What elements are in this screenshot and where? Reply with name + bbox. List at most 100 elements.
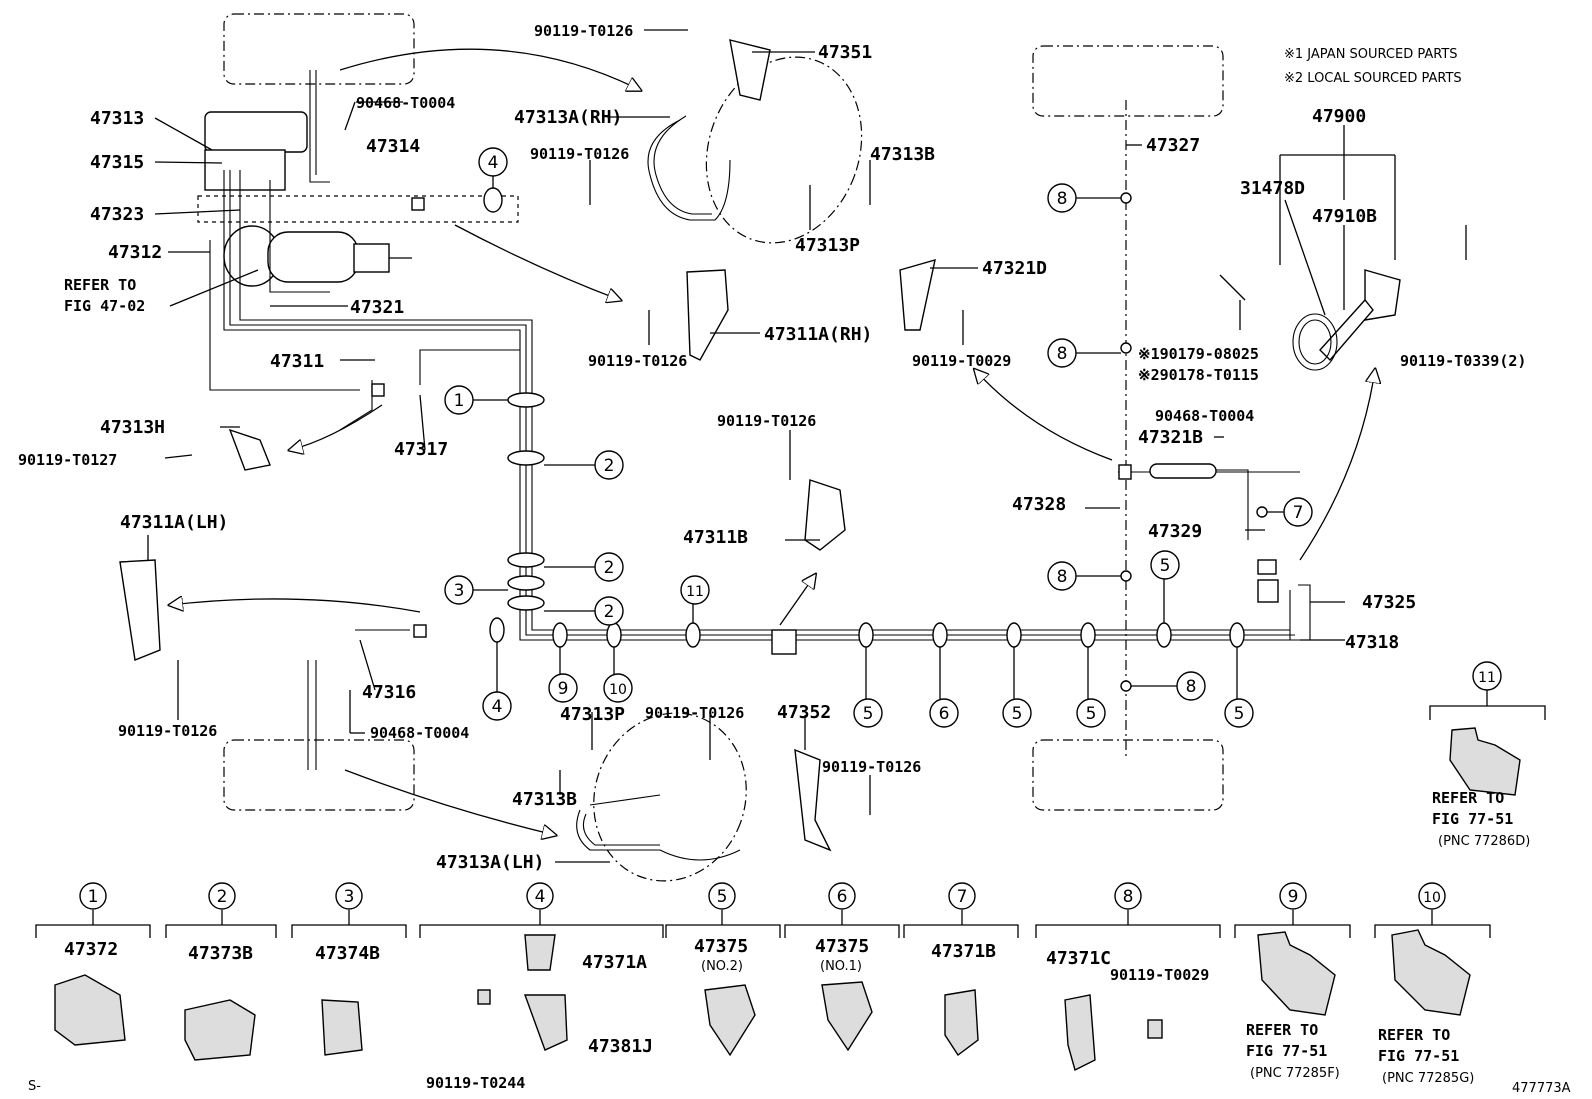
label-47325: 47325	[1362, 592, 1416, 613]
label-90119-T0126-a: 90119-T0126	[534, 22, 633, 40]
label-190179: ※190179-08025	[1138, 345, 1259, 363]
label-90468-T0004-c: 90468-T0004	[370, 724, 469, 742]
legend-text: 1 2 3 4 5 6 7 8 9 10 47372 47373B 47374B…	[64, 887, 1474, 1092]
flow-arrows	[170, 48, 1375, 835]
label-90119-T0029-a: 90119-T0029	[912, 352, 1011, 370]
label-47311: 47311	[270, 351, 324, 372]
label-47313: 47313	[90, 108, 144, 129]
label-90119-T0126-b: 90119-T0126	[530, 145, 629, 163]
leader-lines	[147, 29, 1467, 863]
label-47311A-LH: 47311A(LH)	[120, 512, 228, 533]
svg-text:1: 1	[454, 391, 465, 411]
svg-text:8: 8	[1057, 567, 1068, 587]
corner-mark: S-	[28, 1079, 41, 1094]
label-47316: 47316	[362, 682, 416, 703]
label-47323: 47323	[90, 204, 144, 225]
label-47329: 47329	[1148, 521, 1202, 542]
label-47321: 47321	[350, 297, 404, 318]
svg-text:5: 5	[717, 887, 728, 907]
label-90119-T0126-f: 90119-T0126	[645, 704, 744, 722]
refer-11-b: FIG 77-51	[1432, 810, 1513, 828]
svg-text:3: 3	[344, 887, 355, 907]
refer-to-a: REFER TO	[64, 276, 136, 294]
svg-text:2: 2	[217, 887, 228, 907]
svg-text:5: 5	[1012, 704, 1023, 724]
label-47314: 47314	[366, 136, 420, 157]
refer-11-c: (PNC 77286D)	[1438, 834, 1530, 849]
svg-text:8: 8	[1123, 887, 1134, 907]
note-japan: ※1 JAPAN SOURCED PARTS	[1284, 47, 1458, 62]
label-47327: 47327	[1146, 135, 1200, 156]
label-90468-T0004-b: 90468-T0004	[1155, 407, 1254, 425]
legend-10-pnc: (PNC 77285G)	[1382, 1071, 1474, 1086]
legend-2-part: 47373B	[188, 943, 253, 964]
label-47311B: 47311B	[683, 527, 748, 548]
label-47315: 47315	[90, 152, 144, 173]
label-47328: 47328	[1012, 494, 1066, 515]
legend-9-refer: REFER TO	[1246, 1021, 1318, 1039]
callout-circles	[444, 147, 1502, 728]
group-11-bracket	[1429, 690, 1546, 796]
legend-9-fig: FIG 77-51	[1246, 1042, 1327, 1060]
label-47910B: 47910B	[1312, 206, 1377, 227]
master-cylinder	[197, 111, 519, 287]
svg-text:10: 10	[1423, 890, 1441, 906]
label-31478D: 31478D	[1240, 178, 1305, 199]
label-47318: 47318	[1345, 632, 1399, 653]
label-47313P-a: 47313P	[795, 235, 860, 256]
legend-row	[35, 882, 1491, 1072]
label-47313P-b: 47313P	[560, 704, 625, 725]
svg-text:9: 9	[558, 679, 569, 699]
svg-text:6: 6	[837, 887, 848, 907]
svg-text:4: 4	[488, 153, 499, 173]
label-290178: ※290178-T0115	[1138, 366, 1259, 384]
label-90119-T0126-d: 90119-T0126	[717, 412, 816, 430]
label-47351: 47351	[818, 42, 872, 63]
diagram-id: 477773A	[1512, 1081, 1571, 1096]
note-local: ※2 LOCAL SOURCED PARTS	[1284, 71, 1462, 86]
svg-text:5: 5	[1086, 704, 1097, 724]
svg-text:2: 2	[604, 602, 615, 622]
svg-text:11: 11	[686, 584, 704, 600]
legend-10-refer: REFER TO	[1378, 1026, 1450, 1044]
part-labels: ※1 JAPAN SOURCED PARTS ※2 LOCAL SOURCED …	[18, 22, 1571, 1096]
refer-11-a: REFER TO	[1432, 789, 1504, 807]
body-outlines	[223, 13, 1224, 882]
svg-text:5: 5	[1234, 704, 1245, 724]
svg-text:10: 10	[609, 682, 627, 698]
svg-text:1: 1	[88, 887, 99, 907]
svg-text:8: 8	[1186, 677, 1197, 697]
label-47313A-LH: 47313A(LH)	[436, 852, 544, 873]
legend-8-part: 47371C	[1046, 948, 1111, 969]
svg-text:4: 4	[492, 697, 503, 717]
label-47900: 47900	[1312, 106, 1366, 127]
label-90119-T0127: 90119-T0127	[18, 451, 117, 469]
legend-4-bolt: 90119-T0244	[426, 1074, 525, 1092]
legend-5-sub: (NO.2)	[701, 959, 743, 974]
legend-4-part2: 47381J	[588, 1036, 653, 1057]
legend-4-part: 47371A	[582, 952, 647, 973]
legend-8-bolt: 90119-T0029	[1110, 966, 1209, 984]
legend-5-part: 47375	[694, 936, 748, 957]
svg-text:8: 8	[1057, 189, 1068, 209]
svg-text:4: 4	[535, 887, 546, 907]
label-47313B-a: 47313B	[870, 144, 935, 165]
label-90119-T0126-e: 90119-T0126	[118, 722, 217, 740]
label-90119-T0126-c: 90119-T0126	[588, 352, 687, 370]
label-47311A-RH: 47311A(RH)	[764, 324, 872, 345]
svg-text:7: 7	[957, 887, 968, 907]
legend-9-pnc: (PNC 77285F)	[1250, 1066, 1340, 1081]
svg-text:7: 7	[1293, 503, 1304, 523]
legend-7-part: 47371B	[931, 941, 996, 962]
legend-3-part: 47374B	[315, 943, 380, 964]
label-47321D: 47321D	[982, 258, 1047, 279]
svg-text:8: 8	[1057, 344, 1068, 364]
svg-text:9: 9	[1288, 887, 1299, 907]
brackets	[119, 39, 1401, 852]
svg-text:5: 5	[1160, 556, 1171, 576]
refer-fig-47-02: FIG 47-02	[64, 297, 145, 315]
label-47352: 47352	[777, 702, 831, 723]
legend-1-part: 47372	[64, 939, 118, 960]
